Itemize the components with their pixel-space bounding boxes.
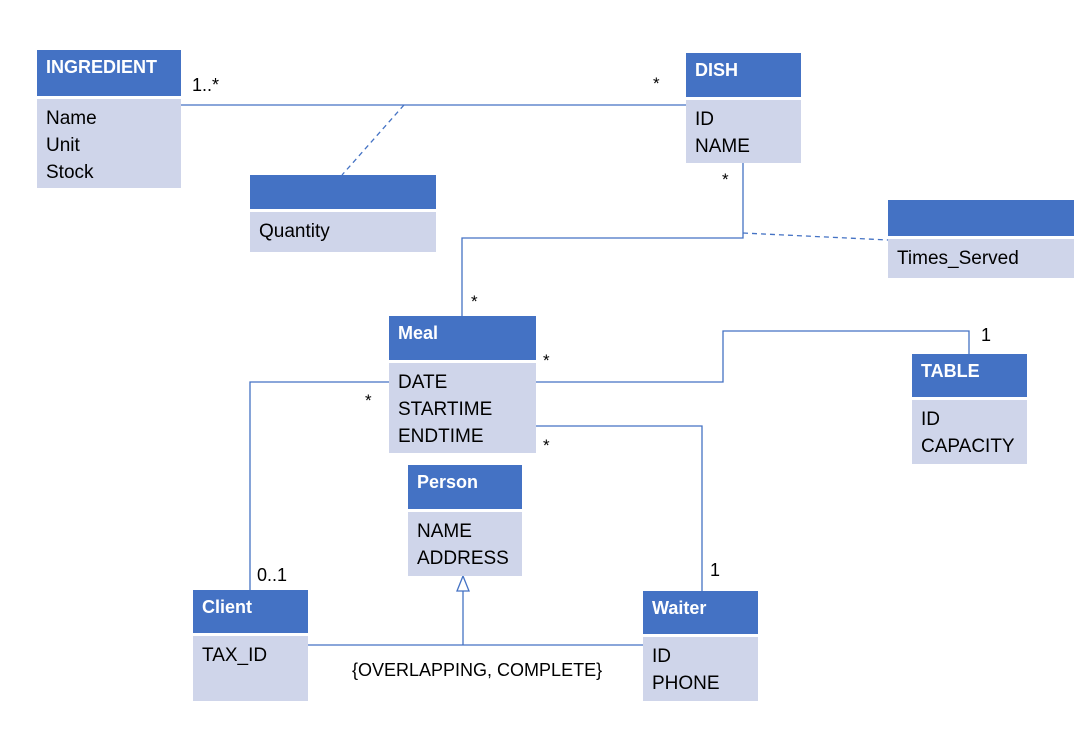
dish-meal-association-line xyxy=(461,163,744,316)
meal-class[interactable]: Meal DATE STARTIME ENDTIME xyxy=(389,316,536,453)
person-attr-name: NAME xyxy=(417,521,472,542)
waiter-attr-phone: PHONE xyxy=(652,673,720,694)
meal-class-name: Meal xyxy=(389,316,536,360)
dish-attributes: ID NAME xyxy=(686,97,801,163)
multiplicity-table-end: 1 xyxy=(981,325,992,345)
client-class-name: Client xyxy=(193,590,308,633)
multiplicity-meal-end-waiter: * xyxy=(543,436,550,455)
quantity-attr: Quantity xyxy=(259,221,330,242)
meal-table-association-line xyxy=(536,330,970,383)
table-attr-id: ID xyxy=(921,409,940,430)
waiter-class-name: Waiter xyxy=(643,591,758,634)
times-served-association-class-name xyxy=(888,200,1074,236)
client-attr-tax-id: TAX_ID xyxy=(202,645,268,666)
multiplicity-meal-end-table: * xyxy=(543,351,550,370)
multiplicity-meal-end-client: * xyxy=(365,391,372,410)
times-served-association-class[interactable]: Times_Served xyxy=(888,200,1074,278)
meal-attr-date: DATE xyxy=(398,372,448,393)
times-served-attr: Times_Served xyxy=(897,248,1019,269)
generalization-constraint: {OVERLAPPING, COMPLETE} xyxy=(352,660,603,680)
table-attributes: ID CAPACITY xyxy=(912,397,1027,464)
ingredient-attr-stock: Stock xyxy=(46,162,94,183)
meal-attr-endtime: ENDTIME xyxy=(398,426,484,447)
quantity-association-dashed-line xyxy=(341,104,405,176)
meal-attr-startime: STARTIME xyxy=(398,399,493,420)
dish-class-name: DISH xyxy=(686,53,801,97)
quantity-association-class-name xyxy=(250,175,436,209)
multiplicity-client-end: 0..1 xyxy=(257,565,288,585)
waiter-attributes: ID PHONE xyxy=(643,634,758,701)
multiplicity-waiter-end: 1 xyxy=(710,560,721,580)
ingredient-attributes: Name Unit Stock xyxy=(37,96,181,188)
ingredient-attr-unit: Unit xyxy=(46,135,80,156)
client-attributes: TAX_ID xyxy=(193,633,308,701)
multiplicity-meal-end-dish: * xyxy=(471,292,478,311)
generalization-arrowhead xyxy=(456,574,470,592)
waiter-attr-id: ID xyxy=(652,646,671,667)
ingredient-attr-name: Name xyxy=(46,108,97,129)
times-served-association-attributes: Times_Served xyxy=(888,236,1074,278)
multiplicity-ingredient-end: 1..* xyxy=(192,75,220,95)
waiter-class[interactable]: Waiter ID PHONE xyxy=(643,591,758,701)
multiplicity-dish-end-ingredient: * xyxy=(653,74,660,93)
table-class[interactable]: TABLE ID CAPACITY xyxy=(912,354,1027,464)
times-served-association-dashed-line xyxy=(742,232,889,241)
ingredient-class[interactable]: INGREDIENT Name Unit Stock xyxy=(37,50,181,188)
client-class[interactable]: Client TAX_ID xyxy=(193,590,308,701)
person-attributes: NAME ADDRESS xyxy=(408,509,522,576)
person-attr-address: ADDRESS xyxy=(417,548,509,569)
person-class[interactable]: Person NAME ADDRESS xyxy=(408,465,522,576)
table-attr-capacity: CAPACITY xyxy=(921,436,1015,457)
dish-attr-name: NAME xyxy=(695,136,750,157)
meal-client-association-line xyxy=(249,381,389,590)
quantity-association-attributes: Quantity xyxy=(250,209,436,252)
table-class-name: TABLE xyxy=(912,354,1027,397)
dish-class[interactable]: DISH ID NAME xyxy=(686,53,801,163)
meal-waiter-association-line xyxy=(536,425,703,591)
ingredient-class-name: INGREDIENT xyxy=(37,50,181,96)
dish-attr-id: ID xyxy=(695,109,714,130)
person-class-name: Person xyxy=(408,465,522,509)
meal-attributes: DATE STARTIME ENDTIME xyxy=(389,360,536,453)
multiplicity-dish-end-meal: * xyxy=(722,170,729,189)
quantity-association-class[interactable]: Quantity xyxy=(250,175,436,252)
